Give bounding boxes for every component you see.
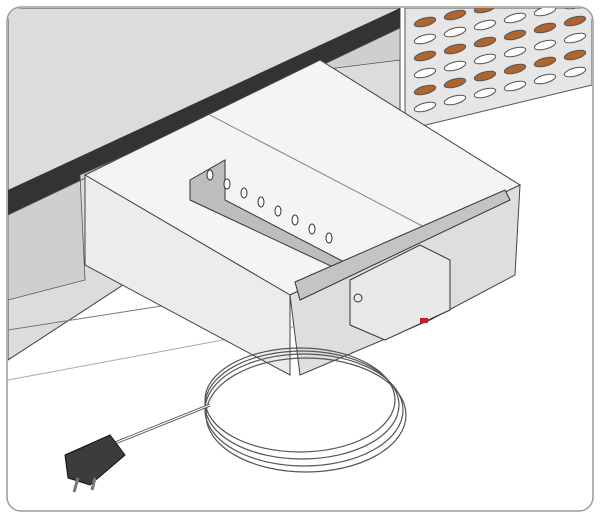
grille-slot xyxy=(413,16,437,28)
grille-slot xyxy=(473,87,497,99)
bracket-hole xyxy=(223,178,231,190)
grille-slot xyxy=(413,50,437,62)
grille-slot xyxy=(473,8,497,14)
grille-slot xyxy=(443,77,467,89)
drawer-divider xyxy=(209,114,431,231)
grille-slot xyxy=(533,8,557,17)
grille-slot xyxy=(443,60,467,72)
grille-slot xyxy=(413,84,437,96)
grille-slot xyxy=(563,15,587,27)
grille-slot xyxy=(443,9,467,21)
grille-slot xyxy=(533,56,557,68)
plug-pin xyxy=(72,477,80,493)
grille-slot xyxy=(503,46,527,58)
grille-slot xyxy=(503,29,527,41)
power-plug xyxy=(64,434,126,486)
led-indicator xyxy=(420,318,428,323)
bracket-hole xyxy=(257,196,265,208)
bracket-hole xyxy=(206,169,214,181)
bracket-hole xyxy=(274,205,282,217)
grille-slot xyxy=(413,33,437,45)
grille-slots xyxy=(413,0,587,113)
bracket-hole xyxy=(291,214,299,226)
bracket-hole xyxy=(240,187,248,199)
bracket-hole xyxy=(308,223,316,235)
grille-slot xyxy=(473,70,497,82)
bracket-hole xyxy=(325,232,333,244)
grille-slot xyxy=(443,43,467,55)
grille-slot xyxy=(563,49,587,61)
grille-slot xyxy=(473,19,497,31)
control-box xyxy=(349,244,451,341)
grille-slot xyxy=(563,32,587,44)
drawer-front xyxy=(84,174,291,376)
grille-slot xyxy=(563,66,587,78)
grille-slot xyxy=(503,63,527,75)
grille-slot xyxy=(413,67,437,79)
grille-slot xyxy=(533,22,557,34)
grille-slot xyxy=(503,12,527,24)
grille-slot xyxy=(443,26,467,38)
grille-slot xyxy=(473,36,497,48)
bracket-holes xyxy=(206,169,333,244)
grille-slot xyxy=(533,39,557,51)
grille-slot xyxy=(533,73,557,85)
grille-slot xyxy=(413,101,437,113)
grille-slot xyxy=(443,94,467,106)
grille-slot xyxy=(533,0,556,1)
grille-slot xyxy=(503,80,527,92)
control-box-knob xyxy=(353,293,363,303)
cable-coil xyxy=(204,347,407,473)
grille-slot xyxy=(473,53,497,65)
bracket-rail xyxy=(294,189,511,301)
plug-pin xyxy=(90,477,97,491)
